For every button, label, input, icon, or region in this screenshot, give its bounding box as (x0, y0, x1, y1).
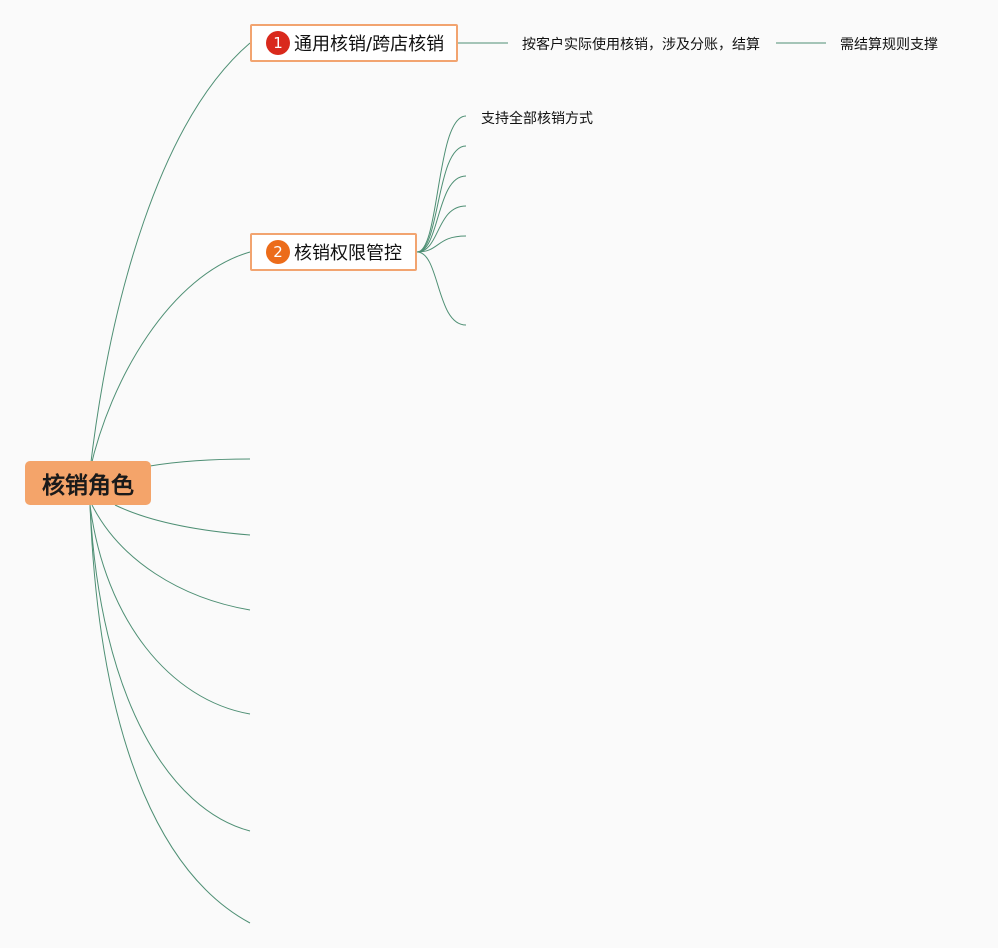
connector-branch-2-child-1 (416, 115, 467, 253)
connector-branch-2-child-4 (416, 205, 467, 253)
connector-root-branch-5 (91, 504, 251, 611)
connector-root-branch-7 (89, 504, 251, 832)
subtopic-settlement[interactable]: 按客户实际使用核销，涉及分账，结算 (522, 34, 760, 54)
connector-root-branch-6 (89, 504, 251, 715)
priority-1-icon: 1 (266, 31, 290, 55)
branch-topic-2-label: 核销权限管控 (294, 243, 402, 264)
root-topic[interactable]: 核销角色 (25, 461, 151, 505)
branch-topic-1[interactable]: 1 通用核销/跨店核销 (250, 24, 458, 62)
subtopic-settlement-label: 按客户实际使用核销，涉及分账，结算 (522, 37, 760, 53)
connector-root-branch-4 (114, 504, 251, 536)
branch-topic-2[interactable]: 2 核销权限管控 (250, 233, 417, 271)
connector-root-branch-1 (89, 42, 251, 471)
connector-root-branch-8 (89, 504, 251, 924)
subtopic-all-methods[interactable]: 支持全部核销方式 (481, 108, 593, 128)
connector-branch-2-child-2 (416, 145, 467, 253)
root-topic-label: 核销角色 (42, 473, 134, 499)
priority-2-icon: 2 (266, 240, 290, 264)
subtopic-settlement-rules-label: 需结算规则支撑 (840, 37, 938, 53)
subtopic-all-methods-label: 支持全部核销方式 (481, 111, 593, 127)
connector-root-branch-2 (89, 251, 251, 471)
connector-root-branch-3 (149, 458, 251, 467)
connector-branch-2-child-6 (416, 251, 467, 326)
subtopic-settlement-rules[interactable]: 需结算规则支撑 (840, 34, 938, 54)
branch-topic-1-label: 通用核销/跨店核销 (294, 34, 445, 55)
connector-branch-2-child-5 (416, 235, 467, 253)
connector-branch-2-child-3 (416, 175, 467, 253)
